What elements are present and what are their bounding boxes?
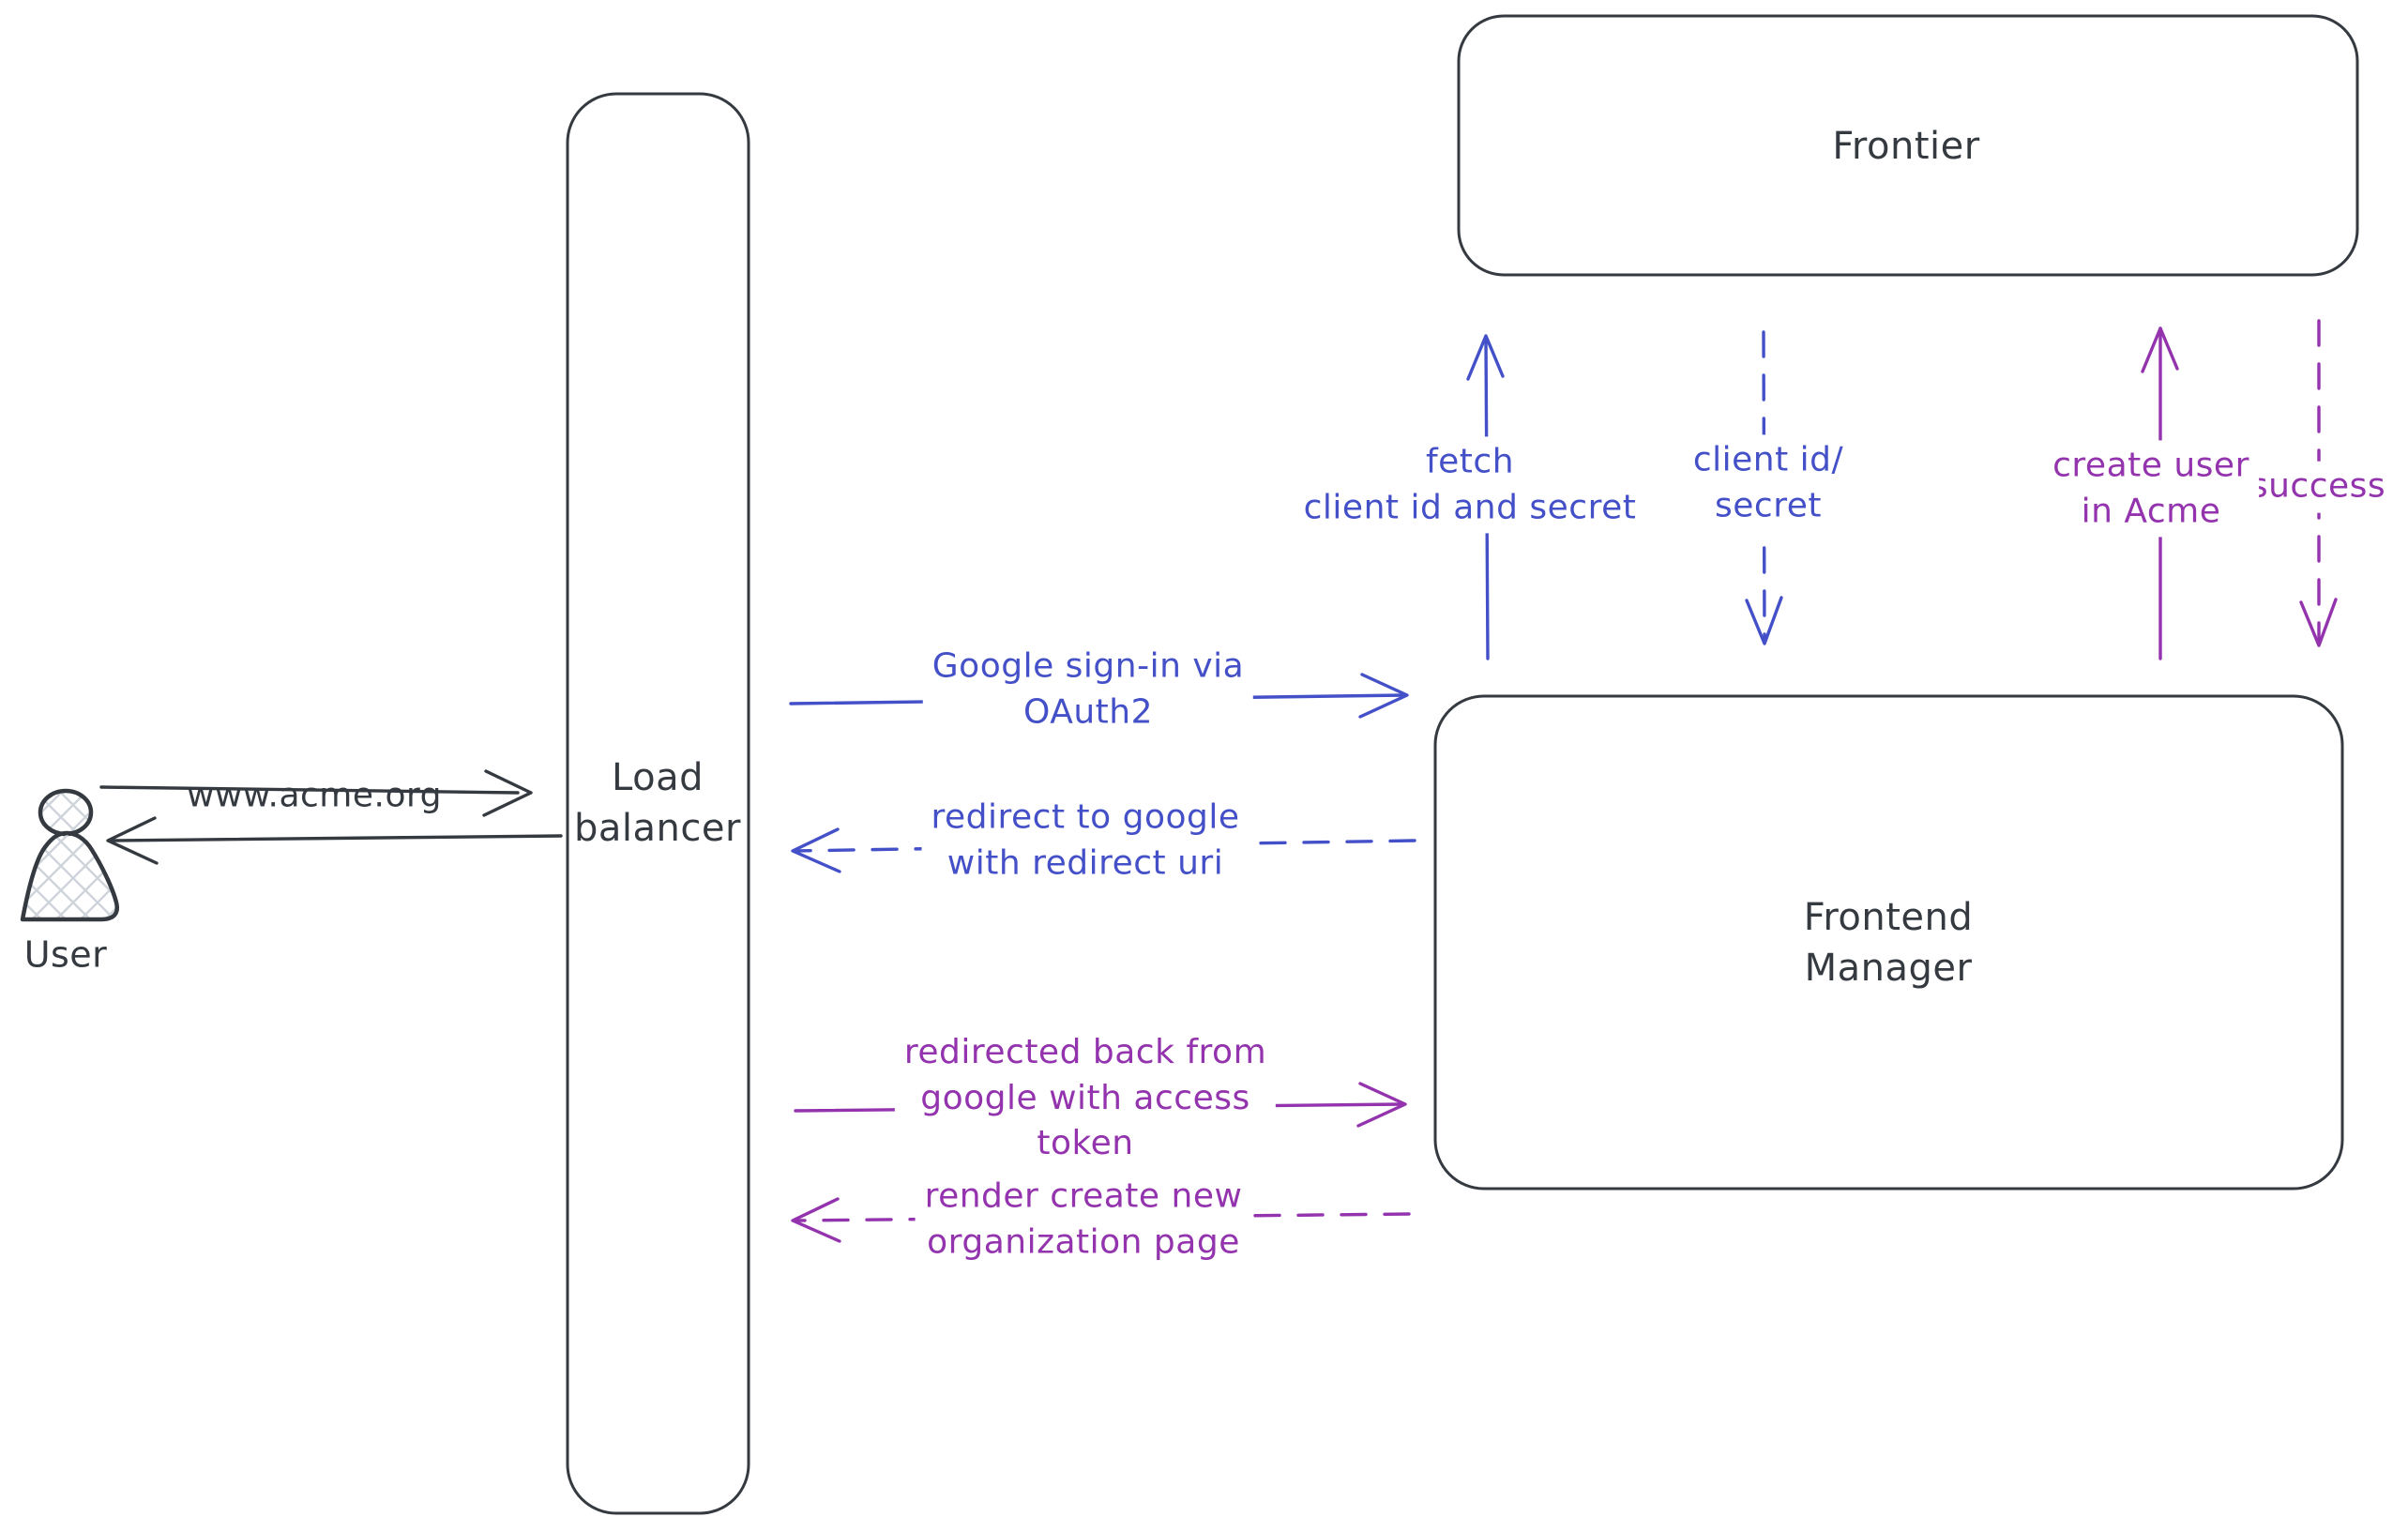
- frontend-manager-box: [1433, 694, 2344, 1191]
- arrow-www-acme: [99, 769, 533, 817]
- user-head: [38, 788, 94, 837]
- fetch-credentials-label: fetch client id and secret: [1294, 436, 1646, 534]
- redirected-back-label: redirected back from google with access …: [894, 1027, 1277, 1170]
- www-acme-label: www.acme.org: [186, 776, 443, 815]
- redirect-google-label: redirect to google with redirect uri: [921, 792, 1249, 889]
- create-user-label: create user in Acme: [2043, 440, 2259, 538]
- load-balancer-box: [566, 92, 750, 1515]
- success-label: success: [2240, 461, 2396, 513]
- user-label: User: [23, 933, 108, 976]
- frontier-box: [1457, 14, 2359, 277]
- user-person-icon: [20, 788, 119, 922]
- frontend-manager-label: Frontend Manager: [1803, 896, 1974, 990]
- load-balancer-label: Load balancer: [574, 756, 741, 850]
- google-signin-label: Google sign-in via OAuth2: [922, 641, 1254, 738]
- arrow-lb-return: [106, 816, 563, 865]
- user-body: [20, 830, 119, 922]
- arrow-success: [2299, 319, 2338, 647]
- render-org-page-label: render create new organization page: [915, 1171, 1252, 1268]
- client-credentials-label: client id/ secret: [1683, 434, 1854, 532]
- frontier-label: Frontier: [1832, 125, 1980, 168]
